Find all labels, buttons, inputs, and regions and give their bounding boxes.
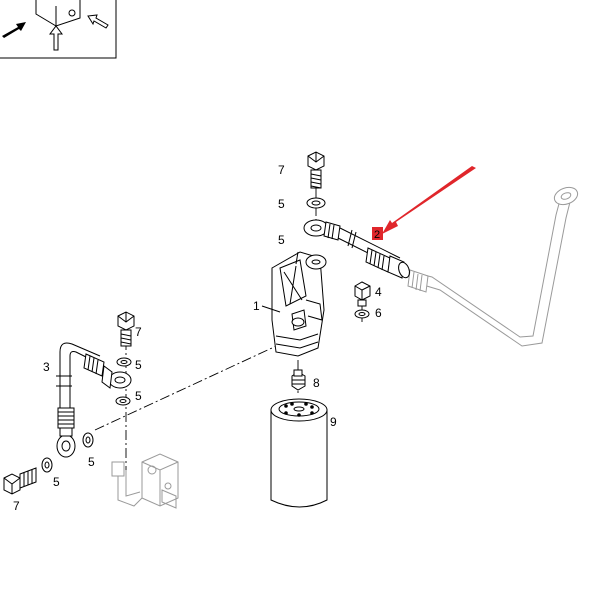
return-pipe-ghost	[407, 186, 579, 347]
callout-7-top: 7	[278, 163, 285, 177]
inset-detail	[0, 0, 117, 59]
banjo-bolt-top	[307, 151, 325, 189]
pointer-arrow-icon	[382, 166, 476, 234]
fuel-pipe-part-2	[303, 219, 410, 279]
plug-part-4	[354, 281, 371, 307]
banjo-bolt-bottom	[3, 467, 37, 495]
callout-6: 6	[375, 306, 382, 320]
filter-cartridge-part-9	[270, 398, 328, 508]
callout-1: 1	[253, 299, 260, 313]
callout-5-upper: 5	[278, 197, 285, 211]
washer-left-a	[116, 357, 132, 367]
seal-part-6	[354, 309, 370, 319]
fuel-pipe-part-3	[56, 342, 132, 458]
callout-5-mid: 5	[278, 233, 285, 247]
callout-2-highlight	[372, 227, 383, 240]
banjo-bolt-left	[117, 311, 135, 347]
inset-arrow-in-icon	[87, 14, 109, 29]
callout-3: 3	[43, 360, 50, 374]
callout-labels: 7 5 5 2 4 1 6 7 3 5 5 8 9 5 5 7	[13, 163, 383, 513]
fitting-block-ghost	[111, 453, 179, 509]
filter-head-part-1	[271, 251, 327, 357]
callout-5-left-b: 5	[135, 389, 142, 403]
callout-4: 4	[375, 285, 382, 299]
washer-bottom-a	[82, 432, 94, 448]
callout-5-bottom-b: 5	[53, 475, 60, 489]
callout-2: 2	[374, 229, 380, 241]
nipple-part-8	[291, 369, 306, 391]
washer-bottom-b	[41, 457, 53, 473]
inset-arrow-black-icon	[2, 22, 26, 38]
callout-5-left-a: 5	[135, 358, 142, 372]
callout-5-bottom-a: 5	[88, 455, 95, 469]
callout-9: 9	[330, 415, 337, 429]
leader-lines	[261, 305, 281, 313]
inset-arrow-up-icon	[49, 25, 63, 51]
callout-7-bottom: 7	[13, 499, 20, 513]
washer-left-b	[115, 396, 131, 406]
callout-7-left: 7	[135, 325, 142, 339]
callout-8: 8	[313, 376, 320, 390]
washer-upper	[306, 197, 326, 209]
